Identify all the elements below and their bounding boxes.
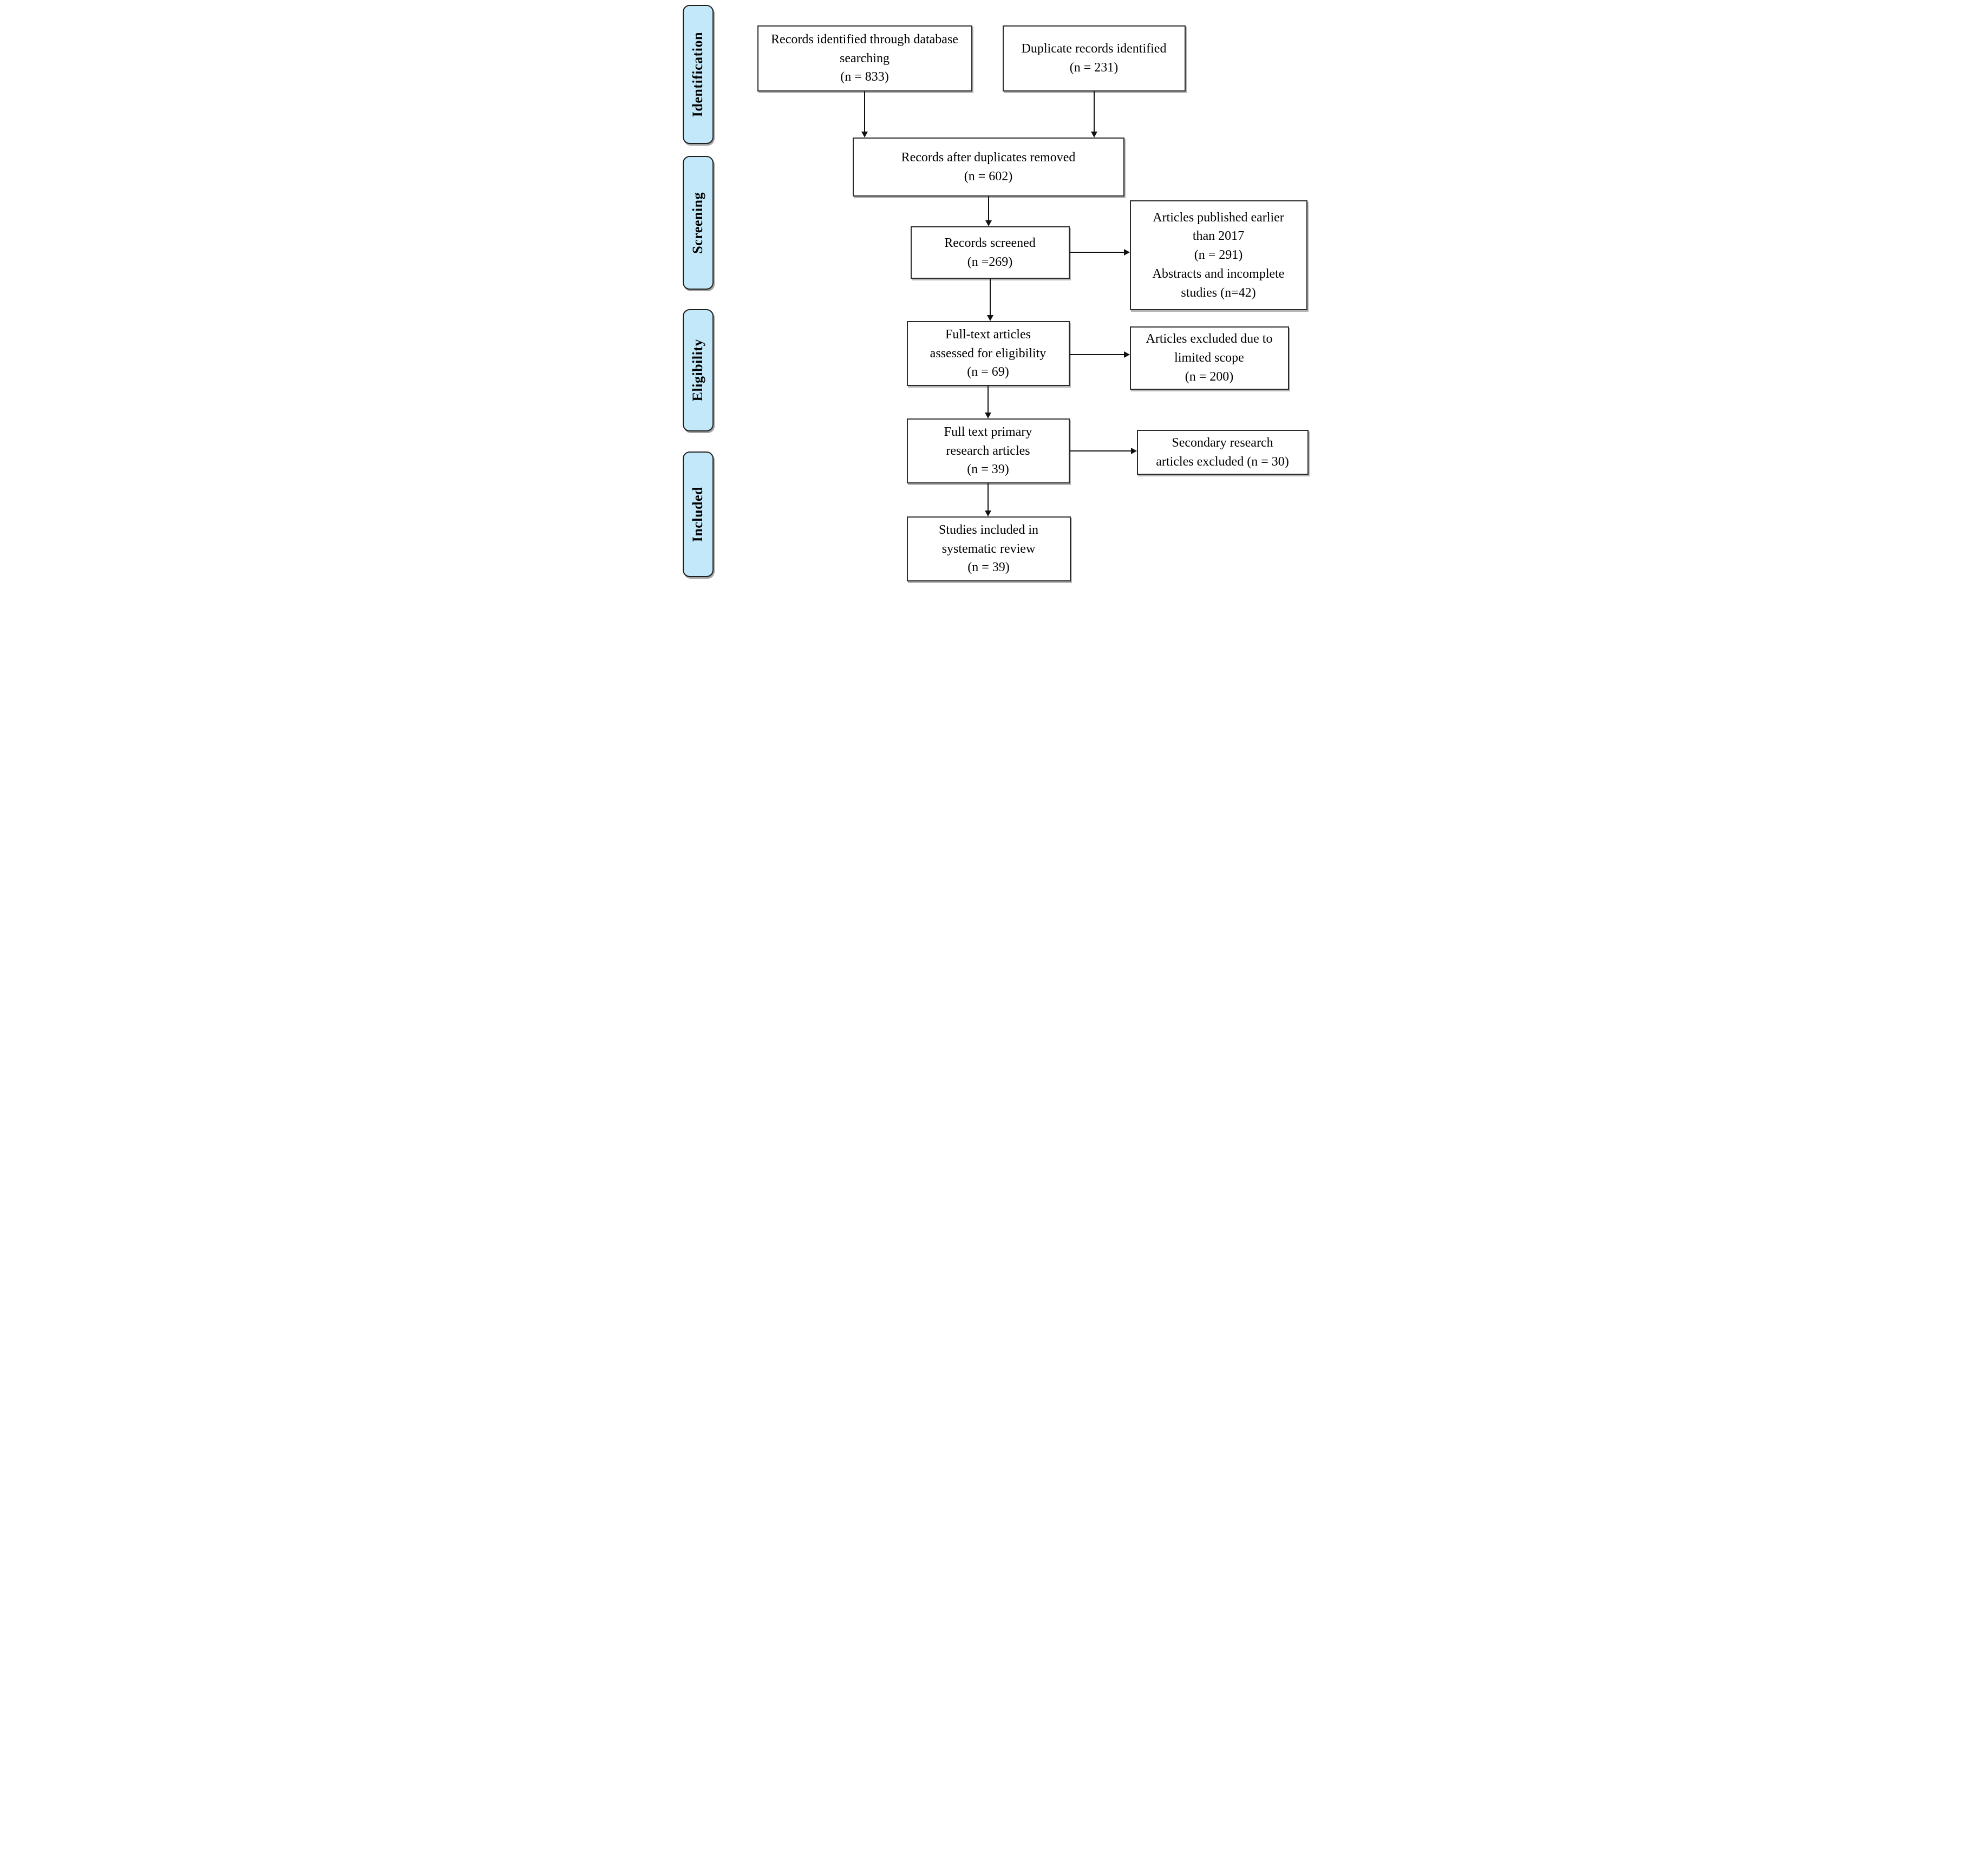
arrow-line (1069, 450, 1131, 451)
arrow-line (1093, 91, 1095, 132)
arrow-fulltext-to-scope-excluded (1069, 351, 1130, 358)
arrow-line (989, 279, 991, 315)
arrow-line (987, 483, 989, 511)
arrow-merged-to-screened (985, 197, 992, 226)
phase-label-eligibility-text: Eligibility (690, 339, 705, 402)
phase-label-included-text: Included (690, 486, 705, 542)
phase-label-screening: Screening (682, 156, 714, 290)
arrow-line (1069, 354, 1124, 355)
arrowhead-right-icon (1123, 249, 1130, 256)
box-secondary-research-excluded: Secondary research articles excluded (n … (1136, 430, 1309, 475)
arrowhead-right-icon (1130, 448, 1137, 454)
arrowhead-down-icon (984, 511, 991, 516)
box-fulltext-articles-assessed: Full-text articles assessed for eligibil… (906, 321, 1070, 386)
box-fulltext-primary-research: Full text primary research articles (n =… (906, 418, 1070, 483)
arrowhead-down-icon (985, 220, 992, 226)
box-records-after-duplicates-removed: Records after duplicates removed (n = 60… (852, 138, 1124, 197)
arrowhead-down-icon (984, 413, 991, 418)
prisma-flow-diagram: Identification Screening Eligibility Inc… (676, 0, 1312, 597)
arrow-identified-to-merged (861, 91, 868, 138)
phase-label-screening-text: Screening (690, 192, 705, 254)
box-duplicate-records-identified: Duplicate records identified (n = 231) (1002, 25, 1186, 91)
arrow-line (987, 386, 989, 413)
box-studies-included-systematic-review: Studies included in systematic review (n… (906, 516, 1071, 581)
box-records-screened: Records screened (n =269) (910, 226, 1070, 279)
arrowhead-down-icon (861, 132, 868, 138)
arrow-screened-to-fulltext (986, 279, 993, 321)
arrowhead-down-icon (986, 315, 993, 321)
arrow-screened-to-excluded (1069, 249, 1130, 256)
arrow-fulltext-to-primary (984, 386, 991, 418)
arrow-primary-to-secondary-excluded (1069, 448, 1137, 454)
arrow-line (864, 91, 865, 132)
phase-label-included: Included (682, 451, 714, 577)
phase-label-eligibility: Eligibility (682, 309, 714, 431)
arrowhead-right-icon (1123, 351, 1130, 358)
arrow-line (1069, 252, 1124, 253)
box-articles-published-earlier-excluded: Articles published earlier than 2017 (n … (1129, 200, 1307, 310)
phase-label-identification: Identification (682, 5, 714, 144)
phase-label-identification-text: Identification (690, 31, 705, 117)
box-records-identified: Records identified through database sear… (757, 25, 972, 91)
arrow-primary-to-included (984, 483, 991, 516)
box-articles-excluded-limited-scope: Articles excluded due to limited scope (… (1129, 326, 1289, 390)
arrowhead-down-icon (1090, 132, 1097, 138)
arrow-line (988, 197, 989, 220)
arrow-duplicates-to-merged (1090, 91, 1097, 138)
